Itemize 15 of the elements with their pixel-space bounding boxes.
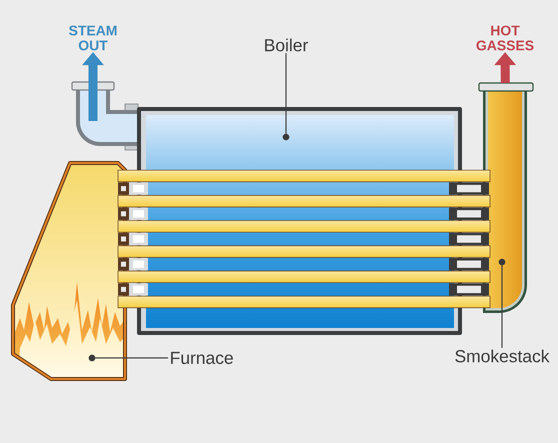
leader-line (501, 265, 503, 348)
part-label: Boiler (265, 38, 308, 52)
fire-tube (118, 245, 490, 258)
flow-label: HOT GASSES (476, 26, 534, 50)
fire-tube (118, 170, 490, 182)
fire-tube (118, 220, 490, 233)
part-label: Smokestack (455, 350, 550, 362)
leader-line (95, 357, 168, 359)
steam-pipe (71, 81, 140, 150)
flow-label: STEAM OUT (69, 26, 116, 50)
fire-tube (118, 270, 490, 283)
part-label: Furnace (171, 352, 233, 364)
leader-line (285, 53, 287, 134)
fire-tube (118, 296, 490, 308)
fire-tube (118, 195, 490, 208)
